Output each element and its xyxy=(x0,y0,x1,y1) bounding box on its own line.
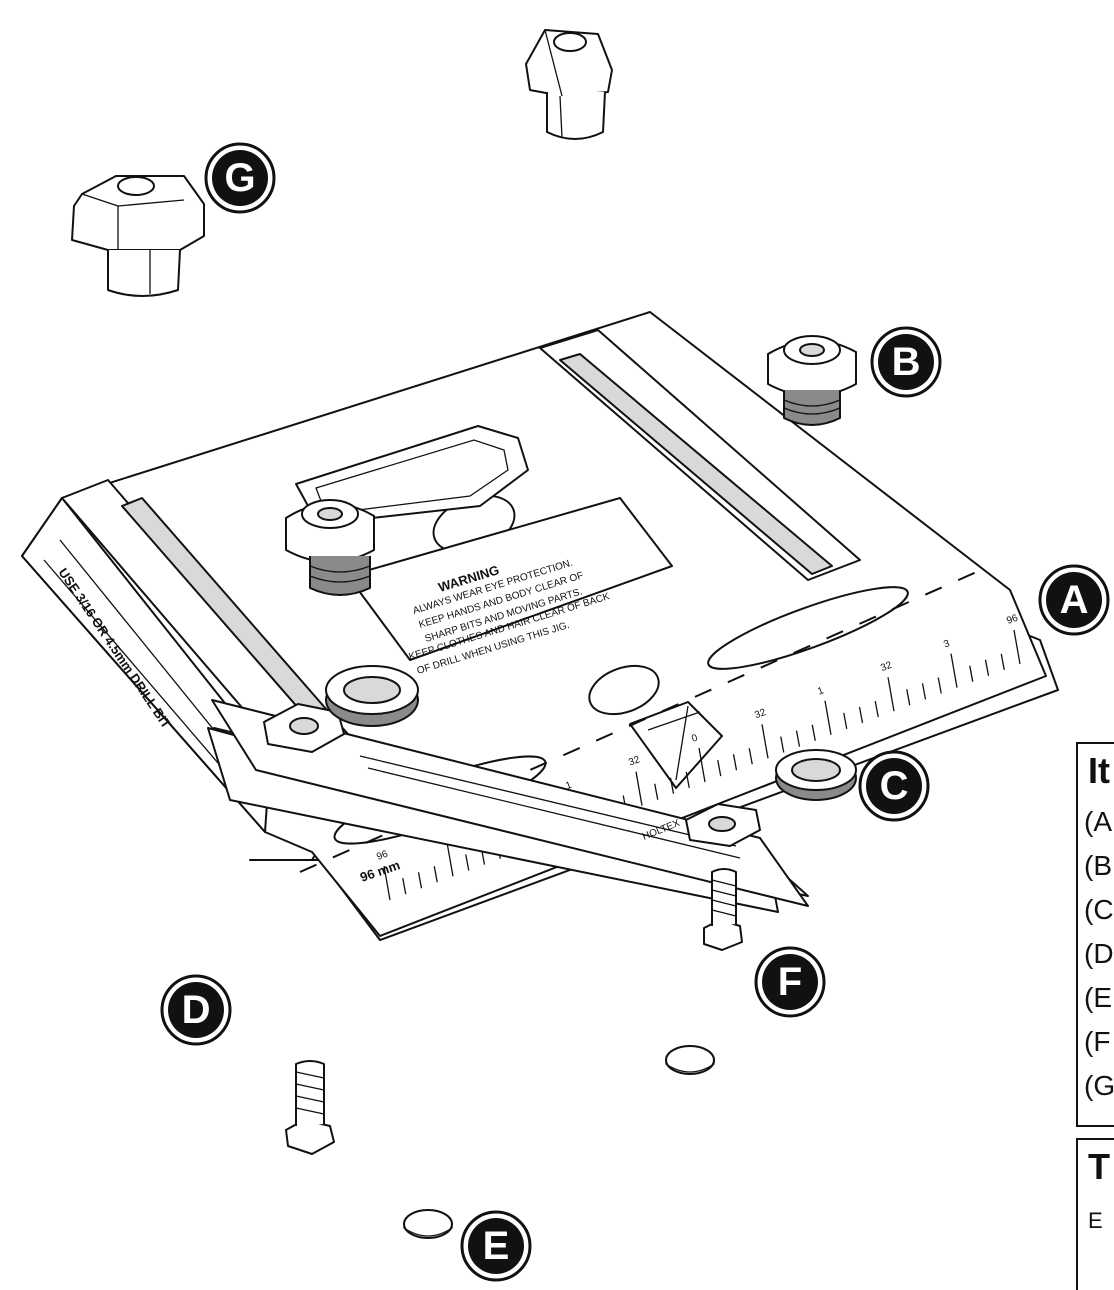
ruler-tick xyxy=(761,724,769,759)
svg-text:B: B xyxy=(892,340,921,384)
ruler-minor-tick xyxy=(843,712,848,730)
items-row-b: (B xyxy=(1084,850,1112,881)
svg-text:A: A xyxy=(1060,578,1089,622)
svg-text:D: D xyxy=(182,988,211,1032)
ruler-tick xyxy=(635,771,643,806)
ruler-tick xyxy=(383,865,391,901)
ruler-tick xyxy=(824,700,832,735)
svg-text:C: C xyxy=(880,764,909,808)
tools-panel: T E xyxy=(1076,1138,1114,1290)
tools-panel-body: E xyxy=(1088,1208,1103,1233)
items-row-f: (F xyxy=(1084,1026,1111,1057)
knob-part-g xyxy=(71,175,205,297)
callout-b[interactable]: B xyxy=(870,326,942,398)
items-panel-title: It xyxy=(1088,750,1110,791)
ruler-tick-label: 32 xyxy=(879,660,894,674)
ruler-tick xyxy=(887,677,895,712)
bolt-part-bottom xyxy=(285,1060,335,1155)
callout-g[interactable]: G xyxy=(204,142,276,214)
ruler-minor-tick xyxy=(874,700,879,718)
knob-part-top xyxy=(525,29,613,140)
ruler-tick-label: 96 xyxy=(375,849,390,863)
ruler-minor-tick xyxy=(402,877,407,895)
ruler-minor-tick xyxy=(748,748,753,765)
ruler-minor-tick xyxy=(811,724,816,741)
bolt-part-f xyxy=(703,868,743,951)
svg-text:G: G xyxy=(224,156,255,200)
ruler-minor-tick xyxy=(465,854,470,871)
items-row-e: (E xyxy=(1084,982,1112,1013)
items-row-c: (C xyxy=(1084,894,1114,925)
ruler-minor-tick xyxy=(732,754,738,771)
disc-part-center xyxy=(665,1045,715,1075)
stop-bar-d: HOLTEX xyxy=(207,699,809,913)
ruler-minor-tick xyxy=(795,730,801,747)
ruler-minor-tick xyxy=(858,706,864,724)
bushing-part-jig xyxy=(285,499,375,596)
ruler-minor-tick xyxy=(717,759,722,777)
callout-d[interactable]: D xyxy=(160,974,232,1046)
ruler-tick-label: 3 xyxy=(942,638,951,650)
ruler-minor-tick xyxy=(906,689,911,706)
ruler-minor-tick xyxy=(937,677,942,694)
svg-text:F: F xyxy=(778,960,802,1004)
callout-c[interactable]: C xyxy=(858,750,930,822)
ruler-tick-label: 32 xyxy=(753,707,768,721)
callout-e[interactable]: E xyxy=(460,1210,532,1282)
ruler-minor-tick xyxy=(417,872,423,889)
ruler-tick-label: 1 xyxy=(564,780,573,792)
callout-a[interactable]: A xyxy=(1038,564,1110,636)
ruler-minor-tick xyxy=(780,736,785,753)
ruler-minor-tick xyxy=(669,777,675,794)
callout-f[interactable]: F xyxy=(754,946,826,1018)
knurled-nut-d xyxy=(325,665,419,727)
disc-part-e xyxy=(403,1209,453,1239)
tools-panel-title: T xyxy=(1088,1146,1110,1187)
ruler-minor-tick xyxy=(969,665,974,682)
items-row-g: (G xyxy=(1084,1070,1114,1101)
items-panel: It (A (B (C (D (E (F (G xyxy=(1076,742,1114,1127)
svg-text:E: E xyxy=(483,1224,510,1268)
ruler-tick xyxy=(950,653,958,688)
ruler-tick-label: 0 xyxy=(690,732,699,744)
ruler-tick xyxy=(446,842,454,877)
bushing-part-b xyxy=(767,335,857,426)
ruler-tick-label: 96 xyxy=(1005,613,1020,627)
ruler-tick xyxy=(1013,629,1021,665)
items-row-d: (D xyxy=(1084,938,1114,969)
ruler-tick-label: 32 xyxy=(627,754,642,768)
ruler-minor-tick xyxy=(654,783,659,800)
ruler-minor-tick xyxy=(921,683,927,700)
ruler-minor-tick xyxy=(1000,653,1005,671)
ruler-tick xyxy=(698,747,706,783)
ruler-minor-tick xyxy=(984,659,990,676)
ruler-tick-label: 1 xyxy=(816,685,825,697)
ruler-minor-tick xyxy=(685,771,690,789)
knurled-nut-c xyxy=(775,749,857,801)
items-row-a: (A xyxy=(1084,806,1112,837)
ruler-minor-tick xyxy=(433,866,438,883)
